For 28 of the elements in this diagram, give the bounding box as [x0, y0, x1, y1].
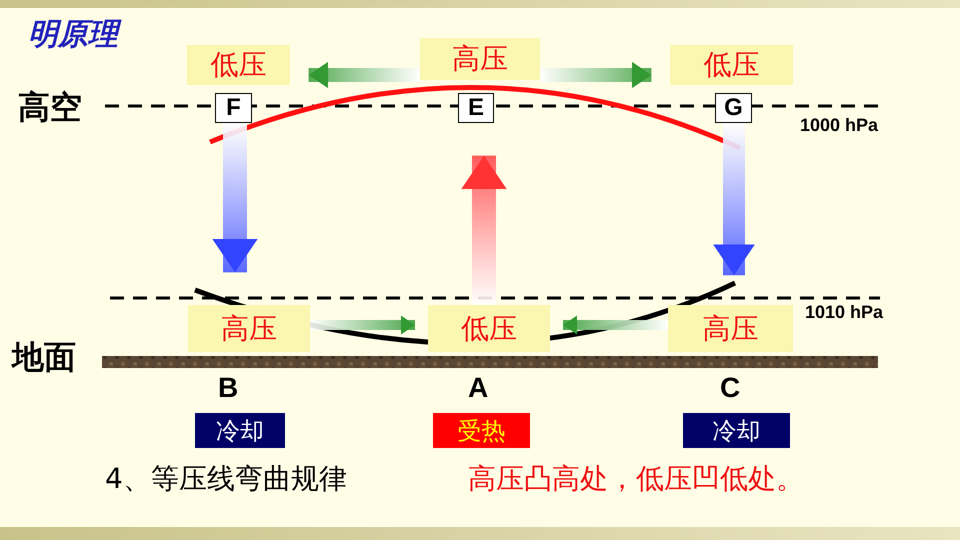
pressure-box: 高压 [420, 38, 540, 80]
flow-arrow [563, 316, 668, 334]
pressure-box: 高压 [668, 305, 793, 352]
altitude-label: 高空 [18, 87, 82, 128]
point-marker: F [215, 93, 252, 123]
flow-arrow [713, 123, 755, 276]
pressure-box: 低压 [187, 45, 290, 85]
pressure-box: 低压 [670, 45, 793, 85]
pressure-value: 1000 hPa [800, 115, 878, 136]
pressure-box: 低压 [428, 305, 550, 352]
flow-arrow [308, 62, 420, 88]
flow-arrow [461, 156, 507, 305]
rule-text: 高压凸高处，低压凹低处。 [468, 461, 804, 497]
point-label: A [468, 372, 488, 404]
pressure-value: 1010 hPa [805, 302, 884, 323]
point-label: B [218, 372, 238, 404]
flow-arrow [310, 316, 415, 334]
point-label: C [720, 372, 740, 404]
condition-box: 受热 [433, 413, 530, 448]
condition-box: 冷却 [195, 413, 285, 448]
point-marker: G [715, 93, 752, 123]
flow-arrow [540, 62, 652, 88]
ground-label: 地面 [12, 337, 76, 378]
rule-text: 4、等压线弯曲规律 [105, 461, 347, 497]
pressure-box: 高压 [188, 305, 310, 352]
point-marker: E [458, 93, 494, 123]
condition-box: 冷却 [683, 413, 790, 448]
flow-arrow [212, 123, 258, 272]
